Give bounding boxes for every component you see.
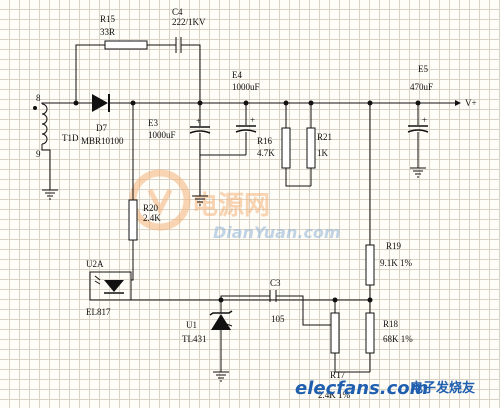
r16-val: 4.7K	[257, 148, 275, 158]
r17-val: 2.4K 1%	[318, 390, 350, 400]
resistor-r18	[365, 312, 375, 354]
e5-ref: E5	[418, 64, 428, 74]
ground-symbol-tl431	[213, 371, 229, 382]
t1d-label: T1D	[62, 133, 79, 143]
wire-r17-bottom	[334, 353, 370, 373]
polarity-dot	[33, 106, 37, 110]
u2a-ref: U2A	[86, 259, 104, 269]
r15-val: 33R	[100, 27, 115, 37]
u2a-val: EL817	[86, 307, 111, 317]
e4-ref: E4	[232, 70, 242, 80]
e4-val: 1000uF	[232, 82, 260, 92]
r20-ref: R20	[143, 203, 159, 213]
pin-9-label: 9	[36, 149, 41, 159]
vout-label: V+	[465, 98, 477, 108]
wire-e3-bottom	[199, 133, 246, 156]
capacitor-e3: +	[189, 116, 211, 134]
e5-val: 470uF	[410, 82, 433, 92]
r19-ref: R19	[386, 241, 402, 251]
c4-ref: C4	[172, 7, 183, 17]
wire-r16-r21-junction	[285, 168, 311, 187]
e3-ref: E3	[148, 118, 158, 128]
c3-val: 105	[271, 314, 285, 324]
wire-opto-out	[114, 296, 132, 301]
ground-symbol-transformer	[42, 189, 58, 200]
ground-symbol-e5	[410, 167, 426, 178]
resistor-r15	[104, 40, 148, 50]
u1-val: TL431	[182, 334, 207, 344]
c3-ref: C3	[270, 278, 281, 288]
svg-text:+: +	[196, 116, 201, 126]
junction-node	[415, 100, 421, 106]
elecfans-watermark: elecfans.com 电子发烧友	[295, 378, 475, 399]
resistor-r20	[128, 199, 138, 241]
resistor-r16	[281, 127, 291, 169]
r21-val: 1K	[317, 148, 329, 158]
wire-r20-bottom	[131, 240, 134, 281]
wire-transformer-top	[41, 102, 76, 104]
d7-ref: D7	[96, 123, 107, 133]
wire-c4-right	[181, 44, 201, 103]
dianyuan-url-text: DianYuan.com	[213, 223, 341, 242]
ground-symbol-e3	[192, 195, 208, 206]
resistor-r19	[365, 244, 375, 286]
capacitor-e4: +	[235, 115, 257, 133]
r17-ref: R17	[330, 370, 346, 380]
transformer-winding	[41, 103, 48, 145]
diode-d7	[92, 94, 110, 112]
u1-ref: U1	[186, 320, 197, 330]
capacitor-e5: +	[407, 115, 429, 133]
r19-val: 9.1K 1%	[380, 258, 412, 268]
svg-text:+: +	[250, 115, 255, 125]
wire-snubber-left	[75, 44, 105, 103]
capacitor-c4	[175, 37, 182, 53]
regulator-u1-tl431	[209, 310, 233, 330]
r18-val: 68K 1%	[383, 334, 413, 344]
r15-ref: R15	[100, 14, 116, 24]
r16-ref: R16	[257, 136, 273, 146]
r21-ref: R21	[317, 132, 332, 142]
r20-val: 2.4K	[143, 213, 161, 223]
svg-text:+: +	[422, 115, 427, 125]
d7-val: MBR10100	[81, 136, 124, 146]
resistor-r21	[306, 127, 316, 169]
r18-ref: R18	[383, 319, 399, 329]
c4-val: 222/1KV	[172, 17, 206, 27]
elecfans-cn-text: 电子发烧友	[410, 380, 475, 396]
vout-arrow	[455, 100, 461, 106]
wire-transformer-bottom	[41, 144, 51, 190]
optocoupler-u2a	[89, 271, 132, 301]
resistor-r17	[330, 312, 340, 354]
dianyuan-logo-mark	[147, 188, 173, 216]
elecfans-url-text: elecfans.com	[295, 378, 428, 399]
transformer-t1d: 8 9 T1D	[33, 93, 79, 159]
e3-val: 1000uF	[148, 130, 176, 140]
pin-8-label: 8	[36, 93, 41, 103]
wire-c3-left	[220, 295, 270, 300]
dianyuan-watermark: 电源网 DianYuan.com	[129, 169, 341, 242]
